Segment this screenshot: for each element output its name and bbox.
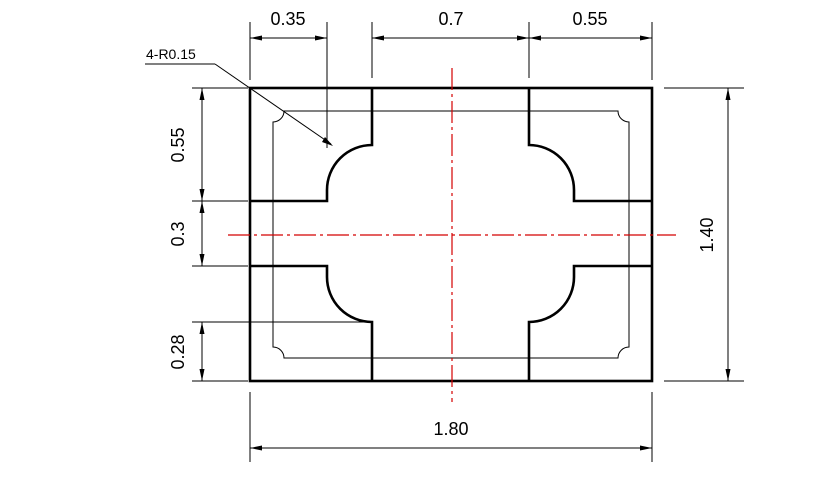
cross-cutout (250, 88, 652, 381)
dim-label-0-55-top: 0.55 (572, 9, 607, 29)
dim-label-0-7: 0.7 (438, 9, 463, 29)
dimension-right: 1.40 (664, 87, 744, 382)
radius-label: 4-R0.15 (146, 46, 196, 62)
radius-callout: 4-R0.15 (145, 46, 333, 146)
dim-label-0-55-left: 0.55 (168, 127, 188, 162)
dim-label-0-35: 0.35 (270, 9, 305, 29)
dimension-left: 0.55 0.3 0.28 (168, 87, 370, 382)
inner-outline (272, 110, 630, 359)
dim-label-0-3: 0.3 (168, 221, 188, 246)
dim-label-0-28: 0.28 (168, 334, 188, 369)
dim-label-1-80: 1.80 (433, 419, 468, 439)
dimension-bottom: 1.80 (249, 392, 653, 462)
dim-label-1-40: 1.40 (697, 217, 717, 252)
dimension-top: 0.35 0.7 0.55 (249, 9, 653, 148)
